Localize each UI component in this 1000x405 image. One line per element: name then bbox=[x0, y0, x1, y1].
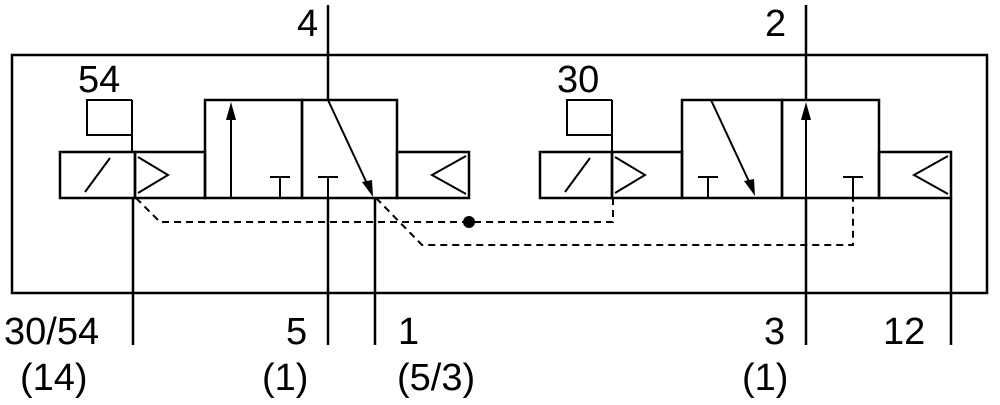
left-valve bbox=[58, 98, 471, 200]
label-port-5-sub: (1) bbox=[262, 357, 308, 399]
pilot-line-lower bbox=[375, 197, 854, 246]
left-valve-box-2 bbox=[300, 98, 399, 200]
right-up-arrow-icon bbox=[801, 102, 811, 120]
label-port-3: 3 bbox=[764, 311, 785, 353]
label-port-30-54: 30/54 bbox=[4, 311, 99, 353]
manual-override-30-icon bbox=[566, 99, 613, 152]
left-diag-arrow-icon bbox=[362, 180, 373, 197]
label-54: 54 bbox=[78, 59, 120, 101]
right-valve-box-2 bbox=[780, 98, 881, 200]
label-port-1-sub: (5/3) bbox=[397, 357, 475, 399]
pilot-junction-dot bbox=[463, 216, 475, 228]
left-return-operator bbox=[395, 150, 471, 200]
left-up-arrow-icon bbox=[226, 102, 236, 120]
left-pilot-triangle-icon bbox=[137, 156, 170, 194]
label-port-2: 2 bbox=[765, 3, 786, 45]
manual-override-54-icon bbox=[86, 99, 133, 152]
right-valve bbox=[538, 98, 953, 200]
left-valve-box-1 bbox=[203, 98, 304, 200]
label-port-12: 12 bbox=[883, 311, 925, 353]
right-solenoid-icon bbox=[538, 150, 614, 200]
label-30: 30 bbox=[557, 59, 599, 101]
label-port-30-54-sub: (14) bbox=[20, 357, 88, 399]
label-port-3-sub: (1) bbox=[742, 357, 788, 399]
valve-housing bbox=[10, 53, 989, 295]
label-port-4: 4 bbox=[297, 3, 318, 45]
right-pilot-triangle-icon bbox=[614, 156, 647, 194]
right-valve-box-1 bbox=[680, 98, 784, 200]
label-port-1: 1 bbox=[398, 311, 419, 353]
pilot-line-upper bbox=[135, 197, 614, 223]
right-diag-arrow-icon bbox=[744, 179, 755, 196]
right-return-operator bbox=[877, 150, 953, 200]
label-port-5: 5 bbox=[286, 311, 307, 353]
